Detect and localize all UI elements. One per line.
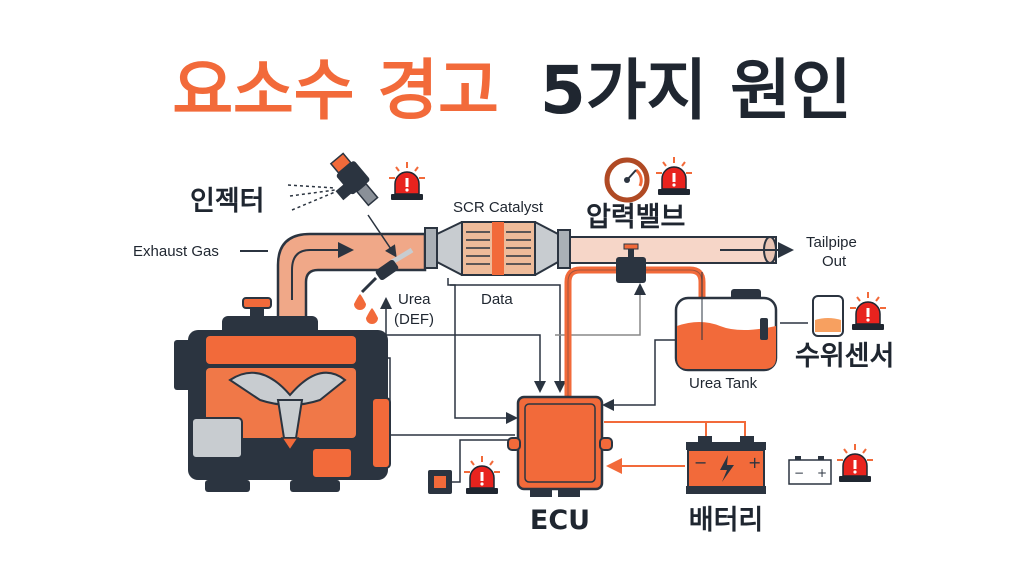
scr-catalyst (424, 221, 571, 276)
injector-arrow (367, 214, 397, 258)
battery-small-icon: −+ (788, 456, 832, 485)
engine-icon (174, 297, 391, 492)
valve-alarm-icon (655, 156, 693, 196)
page-title: 요소수 경고 5가지 원인 (172, 52, 851, 129)
title-part-1: 요소수 경고 (172, 52, 499, 129)
spray-lines (287, 184, 336, 211)
pressure-valve-label: 압력밸브 (586, 202, 685, 233)
svg-text:−: − (694, 453, 707, 472)
data-label: Data (481, 291, 513, 308)
level-sensor-label: 수위센서 (795, 341, 894, 372)
chip-icon (428, 470, 452, 494)
ecu-alarm-icon (463, 455, 501, 495)
exhaust-gas-label: Exhaust Gas (133, 243, 219, 260)
ecu-unit (507, 395, 613, 497)
pressure-gauge-icon (604, 157, 650, 203)
tailpipe-label-line2: Out (822, 253, 847, 270)
scr-catalyst-label: SCR Catalyst (453, 199, 544, 216)
injector-icon (329, 152, 379, 207)
svg-text:+: + (817, 466, 827, 480)
svg-text:−: − (794, 466, 804, 480)
ecu-label: ECU (530, 505, 590, 536)
urea-tank-label: Urea Tank (689, 375, 758, 392)
battery-label: 배터리 (689, 505, 764, 536)
injector-alarm-icon (388, 161, 426, 201)
injector-label: 인젝터 (190, 186, 265, 217)
pressure-valve (616, 243, 646, 283)
level-sensor-alarm-icon (849, 291, 887, 331)
urea-label-line2: (DEF) (394, 311, 434, 328)
urea-label-line1: Urea (398, 291, 431, 308)
battery-alarm-icon (836, 443, 874, 483)
urea-tank (674, 272, 778, 372)
title-part-2: 5가지 원인 (540, 52, 852, 129)
tailpipe-label-line1: Tailpipe (806, 234, 857, 251)
level-sensor-icon (812, 295, 844, 337)
battery-icon: −+ (686, 436, 766, 494)
dosing-nozzle-icon (354, 247, 414, 324)
svg-text:+: + (748, 453, 761, 472)
